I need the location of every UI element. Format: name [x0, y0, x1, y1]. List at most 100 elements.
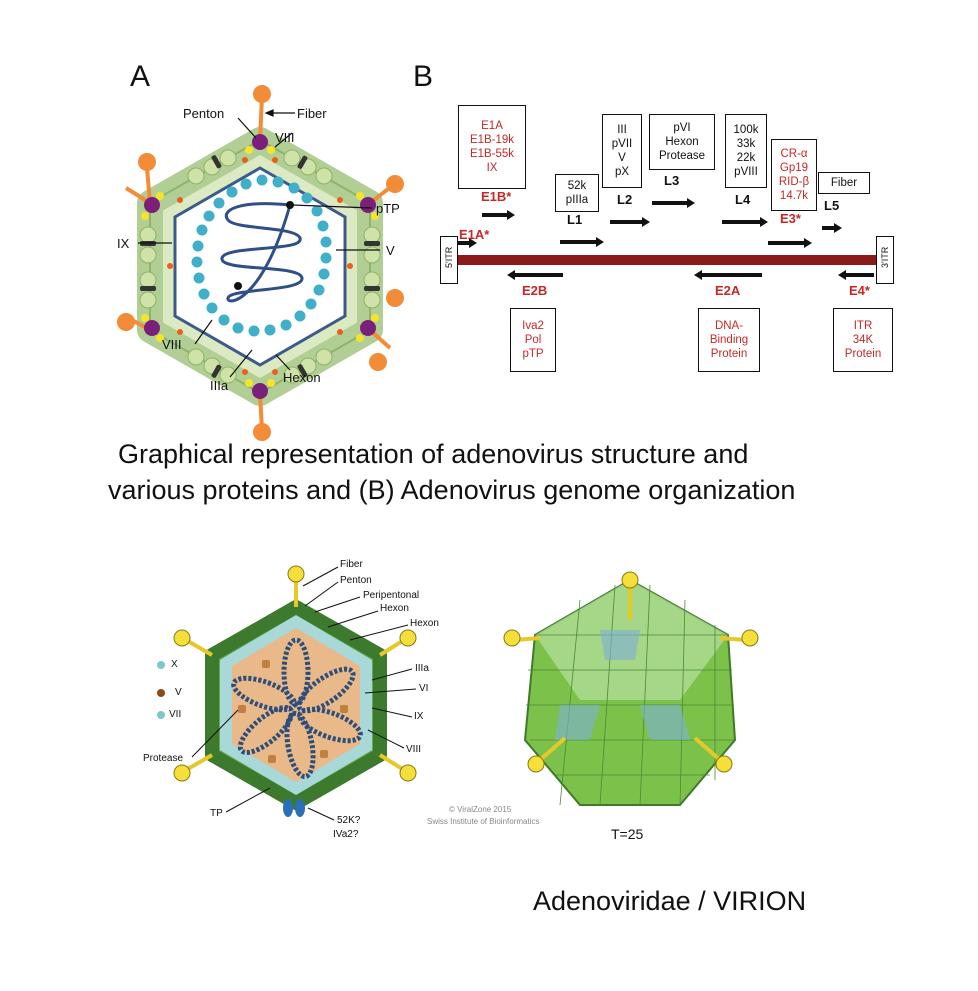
vl-vii: VII [169, 709, 182, 720]
core-protein-v-ring [191, 174, 332, 337]
protease-dots [238, 660, 348, 763]
gene-e1b: E1B* [481, 189, 512, 204]
box-l4-proteins: 100k 33k 22k pVIII [725, 114, 767, 188]
terminal-protein [283, 799, 305, 817]
gene-l2: L2 [617, 192, 633, 207]
label-penton: Penton [183, 106, 225, 121]
label-ix: IX [117, 236, 130, 251]
box-l3-proteins: pVI Hexon Protease [649, 114, 715, 170]
gene-l5: L5 [824, 198, 840, 213]
box-l3-line: Hexon [665, 136, 699, 148]
gene-l3: L3 [664, 173, 680, 188]
box-e1-line: IX [486, 162, 498, 174]
box-e2b-line: Pol [524, 334, 542, 346]
surface-fiber-knobs [503, 571, 759, 773]
itr-left-box: 5'ITR [440, 236, 458, 284]
gene-e1a: E1A* [459, 227, 490, 242]
surface-fibers [514, 588, 746, 762]
box-e4-line: Protein [844, 348, 882, 360]
vl-iva2: IVa2? [333, 829, 359, 840]
box-e3-line: RID-β [778, 176, 810, 188]
panel-a-leaders [138, 109, 380, 378]
virion-fibers [185, 578, 406, 772]
hexon-beads [139, 149, 381, 384]
box-l3-line: Protease [658, 150, 706, 162]
forward-arrows [457, 198, 842, 248]
vl-hexon-b: Hexon [410, 618, 439, 629]
label-fiber: Fiber [297, 106, 327, 121]
box-e2a-proteins: DNA- Binding Protein [698, 308, 760, 372]
reverse-arrows [507, 270, 874, 280]
label-viii-bottom: VIII [162, 337, 182, 352]
panel-a-letter: A [130, 60, 151, 93]
label-iiia: IIIa [210, 378, 229, 393]
box-l5-line: Fiber [830, 177, 858, 189]
credit-line-2: Swiss Institute of Bioinformatics [427, 817, 540, 826]
triangulation-label: T=25 [611, 826, 644, 842]
box-l1-proteins: 52k pIIIa [555, 174, 599, 212]
box-e4-line: ITR [853, 320, 873, 332]
box-e2b-line: Iva2 [522, 320, 544, 332]
vl-penton: Penton [340, 575, 372, 586]
box-e2b-proteins: Iva2 Pol pTP [510, 308, 556, 372]
label-hexon: Hexon [283, 370, 321, 385]
vl-v: V [175, 687, 182, 698]
box-l2-proteins: III pVII V pX [602, 114, 642, 188]
gene-e2b: E2B [522, 283, 548, 298]
credit-line-1: © ViralZone 2015 [449, 805, 512, 814]
penton-bases [144, 134, 376, 399]
box-e1-line: E1B-55k [469, 148, 515, 160]
box-e1-line: E1B-19k [469, 134, 515, 146]
vl-52k: 52K? [337, 815, 361, 826]
box-e2a-line: Protein [710, 348, 748, 360]
caption-line-2: various proteins and (B) Adenovirus geno… [108, 475, 796, 505]
legend-v-dot [157, 689, 165, 697]
gene-l1: L1 [567, 212, 583, 227]
box-l4-line: 100k [733, 124, 759, 136]
box-e3-line: Gp19 [779, 162, 809, 174]
gene-l4: L4 [735, 192, 751, 207]
virion-leaders [191, 566, 417, 821]
gene-e2a: E2A [715, 283, 741, 298]
box-l1-line: pIIIa [565, 194, 589, 206]
vl-viii: VIII [406, 744, 422, 755]
box-e3-proteins: CR-α Gp19 RID-β 14.7k [771, 139, 817, 211]
box-e3-line: 14.7k [779, 190, 809, 202]
gene-e4: E4* [849, 283, 870, 298]
box-e3-line: CR-α [780, 148, 808, 160]
box-l4-line: pVIII [734, 166, 758, 178]
label-ptp: pTP [376, 201, 400, 216]
box-l2-line: V [618, 152, 626, 164]
itr-right-box: 3'ITR [876, 236, 894, 284]
vl-fiber: Fiber [340, 559, 363, 570]
box-l5-proteins: Fiber [818, 172, 870, 194]
box-l2-line: III [617, 124, 627, 136]
fiber-knobs [173, 565, 417, 782]
penton-yellow [141, 146, 379, 387]
box-e2a-line: Binding [709, 334, 749, 346]
label-viii-top: VIII [275, 130, 295, 145]
vl-protease: Protease [143, 753, 184, 764]
vl-hexon-a: Hexon [380, 603, 409, 614]
vl-vi: VI [419, 683, 429, 694]
vl-peripentonal: Peripentonal [363, 590, 420, 601]
box-l2-line: pX [614, 166, 630, 178]
capsid-blue-patches [555, 630, 690, 740]
panel-b-letter: B [413, 60, 434, 93]
dna-loops [231, 637, 363, 780]
box-l2-line: pVII [611, 138, 633, 150]
box-l4-line: 22k [736, 152, 756, 164]
box-l3-line: pVI [673, 122, 691, 134]
vl-x: X [171, 659, 178, 670]
box-l4-line: 33k [736, 138, 756, 150]
footer-title: Adenoviridae / VIRION [533, 886, 807, 916]
label-v: V [386, 243, 395, 258]
legend-vii-dot [157, 711, 165, 719]
box-e1-line: E1A [481, 120, 503, 132]
genome-bar [455, 255, 880, 265]
caption-line-1: Graphical representation of adenovirus s… [118, 439, 749, 469]
